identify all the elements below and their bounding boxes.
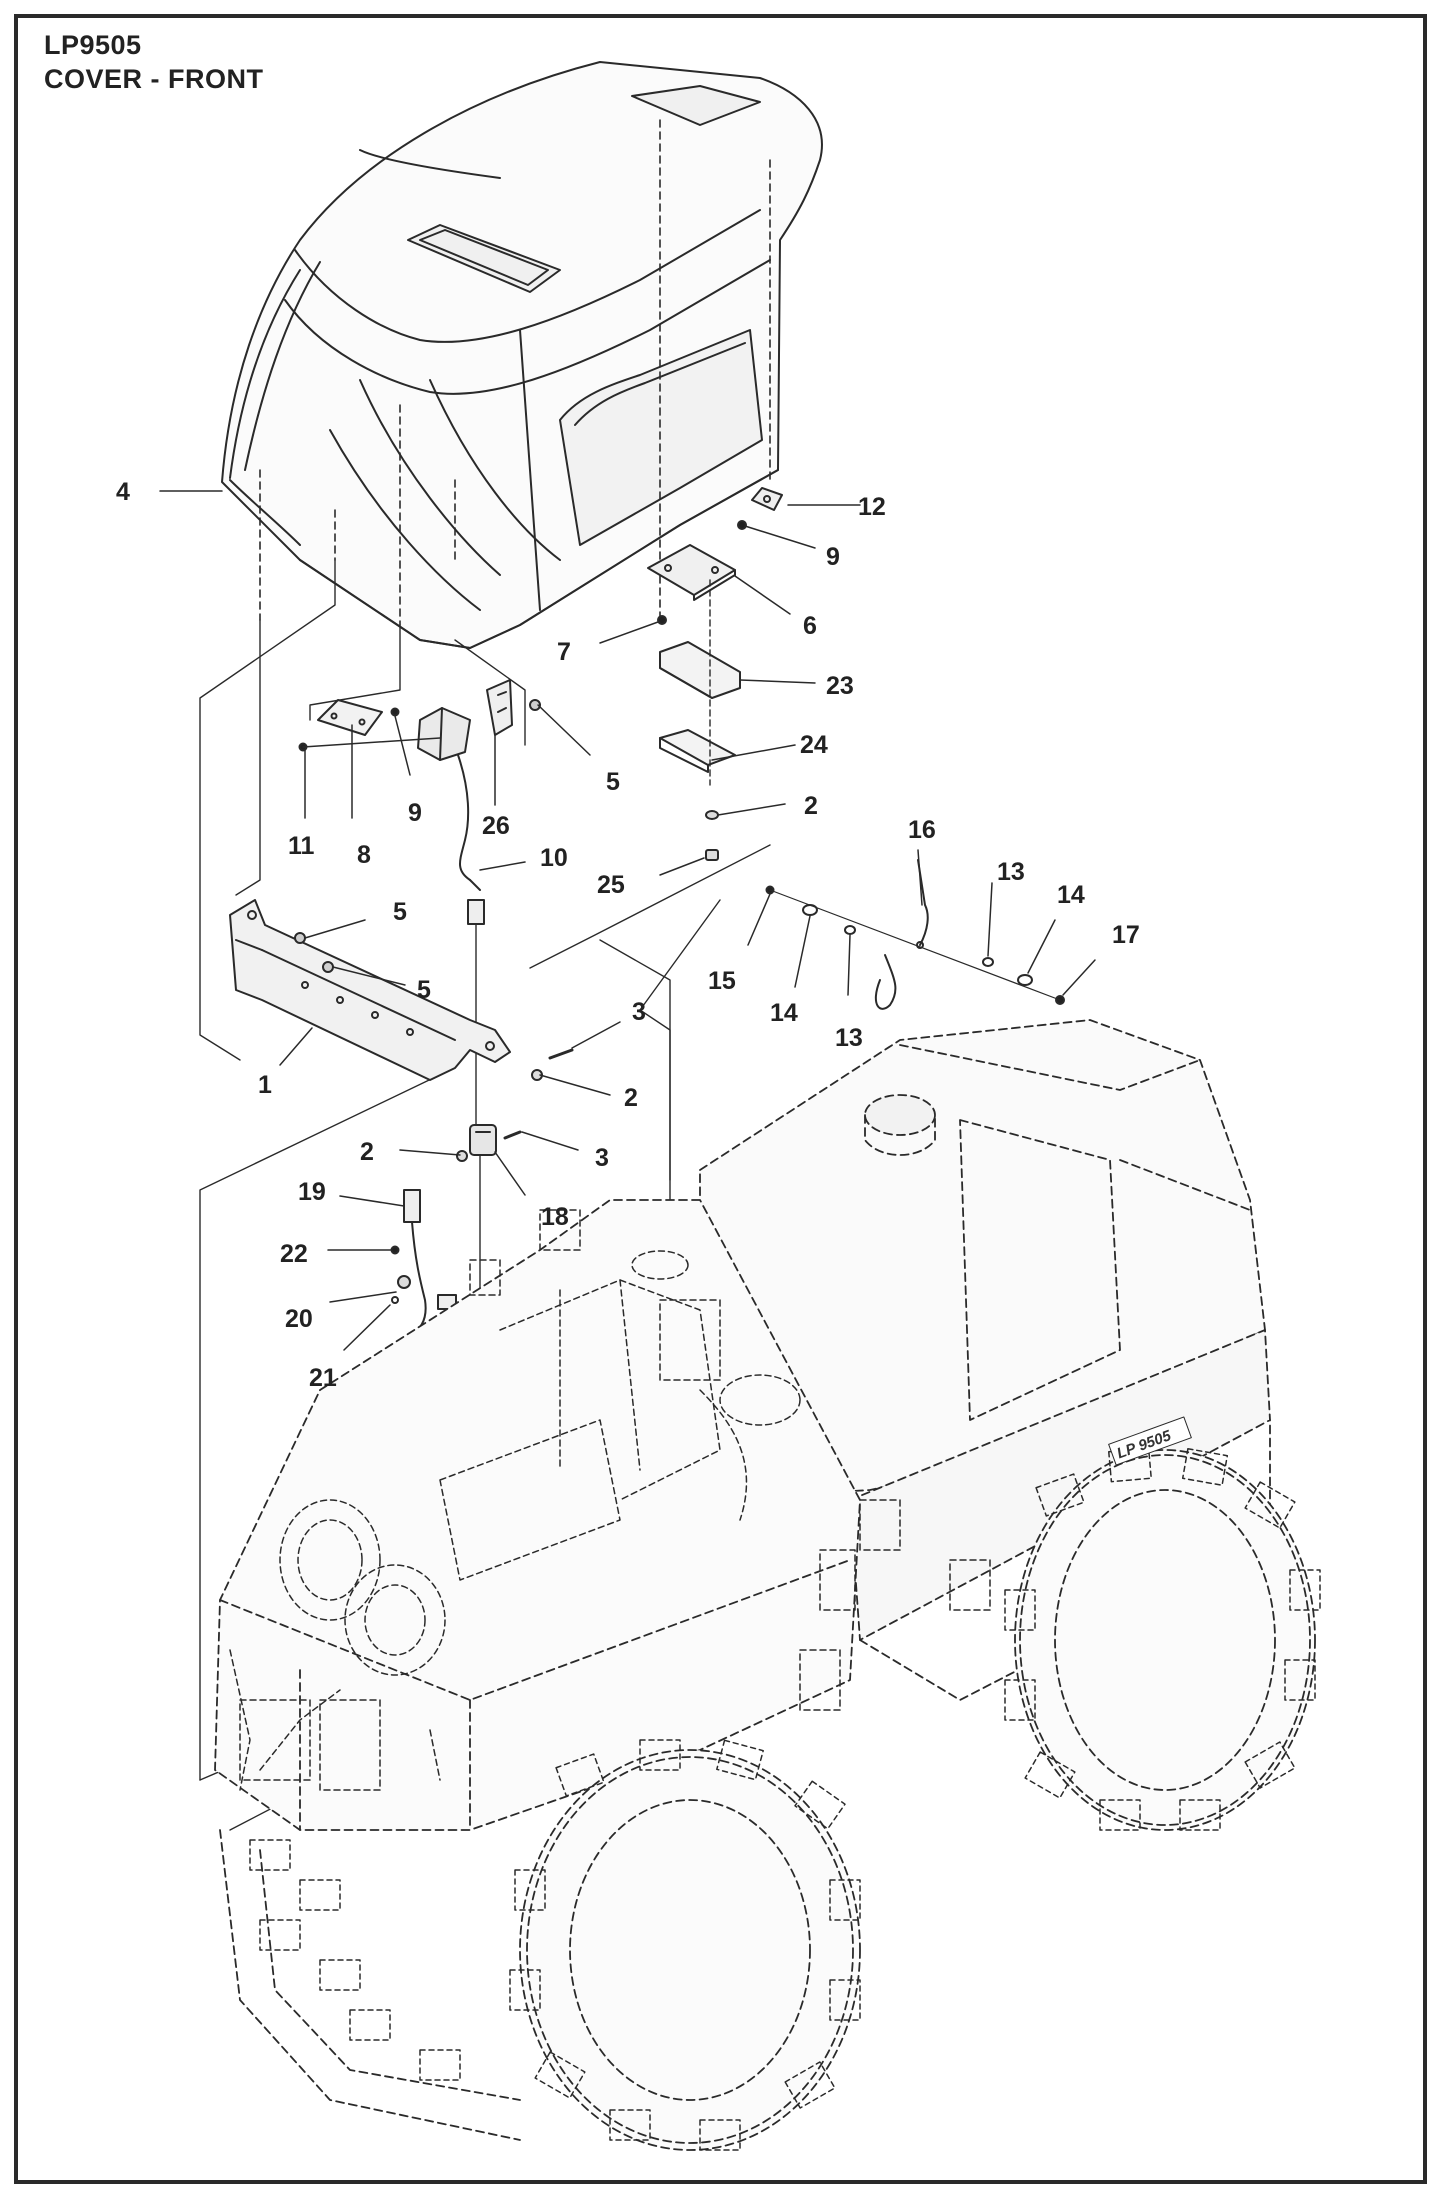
callout-2: 2 (624, 1084, 638, 1112)
callout-4: 4 (116, 478, 130, 506)
callout-9: 9 (408, 799, 422, 827)
callout-5: 5 (417, 976, 431, 1004)
callout-labels: 1 2 2 2 3 3 4 5 5 5 6 7 8 9 9 10 11 12 1… (116, 478, 1140, 1392)
part-26-hinge-bracket (486, 679, 513, 736)
callout-23: 23 (826, 672, 854, 700)
callout-14: 14 (770, 999, 798, 1027)
callout-8: 8 (357, 841, 371, 869)
part-9-screw-switch (390, 707, 400, 717)
callout-2: 2 (804, 792, 818, 820)
part-14-washer-right (1017, 974, 1033, 986)
callout-17: 17 (1112, 921, 1140, 949)
part-20-nut (397, 1275, 411, 1289)
callout-leaders (159, 490, 1096, 1351)
model-number: LP9505 (44, 30, 142, 60)
callout-11: 11 (288, 832, 315, 860)
callout-10: 10 (540, 844, 568, 872)
callout-19: 19 (298, 1178, 326, 1206)
callout-26: 26 (482, 812, 510, 840)
callout-21: 21 (309, 1364, 337, 1392)
machine-badge-group (1108, 1416, 1192, 1466)
callout-2: 2 (360, 1138, 374, 1166)
part-16-lanyard (874, 859, 929, 1010)
part-21-washer (391, 1296, 399, 1304)
callout-16: 16 (908, 816, 936, 844)
callout-13: 13 (835, 1024, 863, 1052)
callout-9: 9 (826, 543, 840, 571)
callout-15: 15 (708, 967, 736, 995)
callout-3: 3 (632, 998, 646, 1026)
callout-12: 12 (858, 493, 886, 521)
section-title: COVER - FRONT (44, 64, 264, 94)
callout-22: 22 (280, 1240, 308, 1268)
callout-7: 7 (557, 638, 571, 666)
callout-20: 20 (285, 1305, 313, 1333)
part-5-bolts-crossmember (294, 932, 334, 973)
front-cover (221, 61, 823, 649)
callout-18: 18 (541, 1203, 569, 1231)
machine-body (214, 1019, 1316, 2151)
callout-24: 24 (800, 731, 828, 759)
callout-5: 5 (606, 768, 620, 796)
part-1-cross-member (229, 899, 511, 1081)
engine-assembly (229, 1209, 991, 1791)
callout-25: 25 (597, 871, 625, 899)
part-3-bolts (503, 1048, 574, 1140)
front-wheel-tread (249, 1739, 861, 2151)
part-10-harness (457, 754, 485, 1151)
part-6-plate (647, 544, 736, 601)
part-24-bracket (659, 729, 736, 773)
rear-wheel-tread (1004, 1447, 1321, 1831)
callout-6: 6 (803, 612, 817, 640)
callout-13: 13 (997, 858, 1025, 886)
part-5-bolt-upper (529, 699, 541, 711)
part-13-washer-right (982, 957, 994, 967)
part-23-bracket (659, 641, 741, 699)
callout-5: 5 (393, 898, 407, 926)
part-9-switch-body (417, 707, 471, 761)
part-25-nut (705, 849, 719, 861)
part-13-washer-left (844, 925, 856, 935)
part-8-mount-plate (317, 699, 383, 736)
part-18-switch (469, 1124, 497, 1156)
part-12-clip (751, 487, 783, 511)
callout-1: 1 (258, 1071, 272, 1099)
part-9-screw-upper (737, 520, 747, 530)
callout-14: 14 (1057, 881, 1085, 909)
assembly-lines-cover (259, 119, 771, 626)
callout-3: 3 (595, 1144, 609, 1172)
part-2-nut-upper (705, 810, 719, 820)
part-7-bolt (657, 615, 667, 625)
assembly-line-latch (769, 889, 1061, 1001)
